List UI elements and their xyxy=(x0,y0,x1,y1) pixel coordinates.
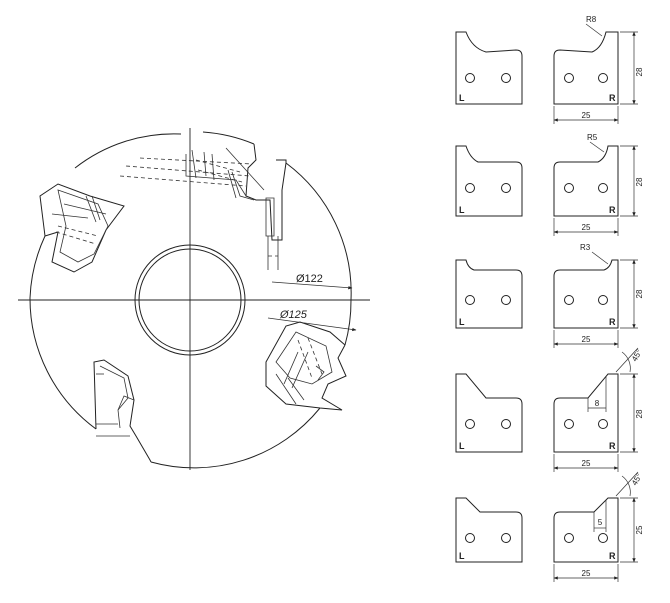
knife-hole xyxy=(598,183,608,193)
right-marker: R xyxy=(609,551,616,561)
angle-label: 45° xyxy=(630,348,644,363)
height-label: 28 xyxy=(635,177,644,186)
knife-right-profile xyxy=(553,145,619,217)
knife-hole xyxy=(564,73,574,83)
knife-row-r5: L R R5 28 25 xyxy=(455,133,644,236)
knife-hole xyxy=(465,183,475,193)
knife-hole xyxy=(465,295,475,305)
knife-pocket-right xyxy=(265,321,347,411)
radius-label: R3 xyxy=(580,243,591,252)
knife-left-profile xyxy=(455,31,523,105)
step-label: 5 xyxy=(598,518,603,527)
width-label: 25 xyxy=(582,335,591,344)
dim-line-d122 xyxy=(271,281,353,290)
cutter-head: Ø122 Ø125 xyxy=(18,128,370,470)
knife-hole xyxy=(564,183,574,193)
radius-label: R5 xyxy=(587,133,598,142)
step-label: 8 xyxy=(595,399,600,408)
cutter-rim-top-right xyxy=(202,131,255,145)
knife-left-profile xyxy=(455,145,523,217)
knife-hole xyxy=(465,73,475,83)
radius-leader xyxy=(585,23,603,37)
height-label: 25 xyxy=(635,525,644,534)
knife-hole xyxy=(598,73,608,83)
right-marker: R xyxy=(609,317,616,327)
knife-right-profile xyxy=(553,373,619,453)
knife-hole xyxy=(564,533,574,543)
width-label: 25 xyxy=(582,223,591,232)
knife-hole xyxy=(501,295,511,305)
knife-row-r8: L R R8 28 25 xyxy=(455,15,644,124)
knife-hole xyxy=(465,533,475,543)
knife-hole xyxy=(598,419,608,429)
radius-leader xyxy=(591,251,609,265)
angle-label: 45° xyxy=(630,472,644,487)
angle-ref-line xyxy=(615,347,639,373)
knife-right-profile xyxy=(553,259,619,329)
knife-hole xyxy=(598,533,608,543)
cutter-rim-bottom-right xyxy=(150,407,321,469)
knife-pocket-left xyxy=(39,183,125,273)
cutter-rim-top xyxy=(74,133,182,169)
knife-pocket-top xyxy=(119,143,287,270)
knife-hole xyxy=(465,419,475,429)
radius-label: R8 xyxy=(586,15,597,24)
width-label: 25 xyxy=(582,459,591,468)
knife-hole xyxy=(564,419,574,429)
left-marker: L xyxy=(459,205,465,215)
right-marker: R xyxy=(609,441,616,451)
knife-pocket-bottom xyxy=(93,359,152,463)
width-label: 25 xyxy=(582,111,591,120)
left-marker: L xyxy=(459,317,465,327)
width-label: 25 xyxy=(582,569,591,578)
cutter-rim-left xyxy=(29,235,46,299)
cutter-rim-right-lower xyxy=(344,299,352,346)
knife-left-profile xyxy=(455,259,523,329)
cutter-rim-bottom-left xyxy=(29,297,97,430)
radius-leader xyxy=(589,141,605,153)
height-label: 28 xyxy=(635,409,644,418)
cutter-rim-right xyxy=(285,162,352,301)
knife-left-profile xyxy=(455,373,523,453)
knife-row-r3: L R R3 28 25 xyxy=(455,243,644,348)
angle-arc xyxy=(621,475,631,497)
left-marker: L xyxy=(459,93,465,103)
right-marker: R xyxy=(609,93,616,103)
knife-hole xyxy=(501,419,511,429)
height-label: 28 xyxy=(635,67,644,76)
left-marker: L xyxy=(459,441,465,451)
knife-hole xyxy=(501,183,511,193)
knife-row-chamfer-8: L R 8 45° 28 25 xyxy=(455,347,644,472)
angle-arc xyxy=(621,351,631,373)
height-label: 28 xyxy=(635,289,644,298)
left-marker: L xyxy=(459,551,465,561)
knife-hole xyxy=(598,295,608,305)
right-marker: R xyxy=(609,205,616,215)
knife-row-chamfer-5: L R 5 45° 25 25 xyxy=(455,471,644,582)
dim-label-d125: Ø125 xyxy=(279,309,308,321)
knife-right-profile xyxy=(553,497,619,563)
knife-hole xyxy=(501,73,511,83)
knife-left-profile xyxy=(455,497,523,563)
dim-label-d122: Ø122 xyxy=(296,273,323,285)
knife-right-profile xyxy=(553,31,619,105)
angle-ref-line xyxy=(615,471,639,497)
knife-hole xyxy=(564,295,574,305)
dim-line-d125 xyxy=(267,317,357,332)
knife-hole xyxy=(501,533,511,543)
